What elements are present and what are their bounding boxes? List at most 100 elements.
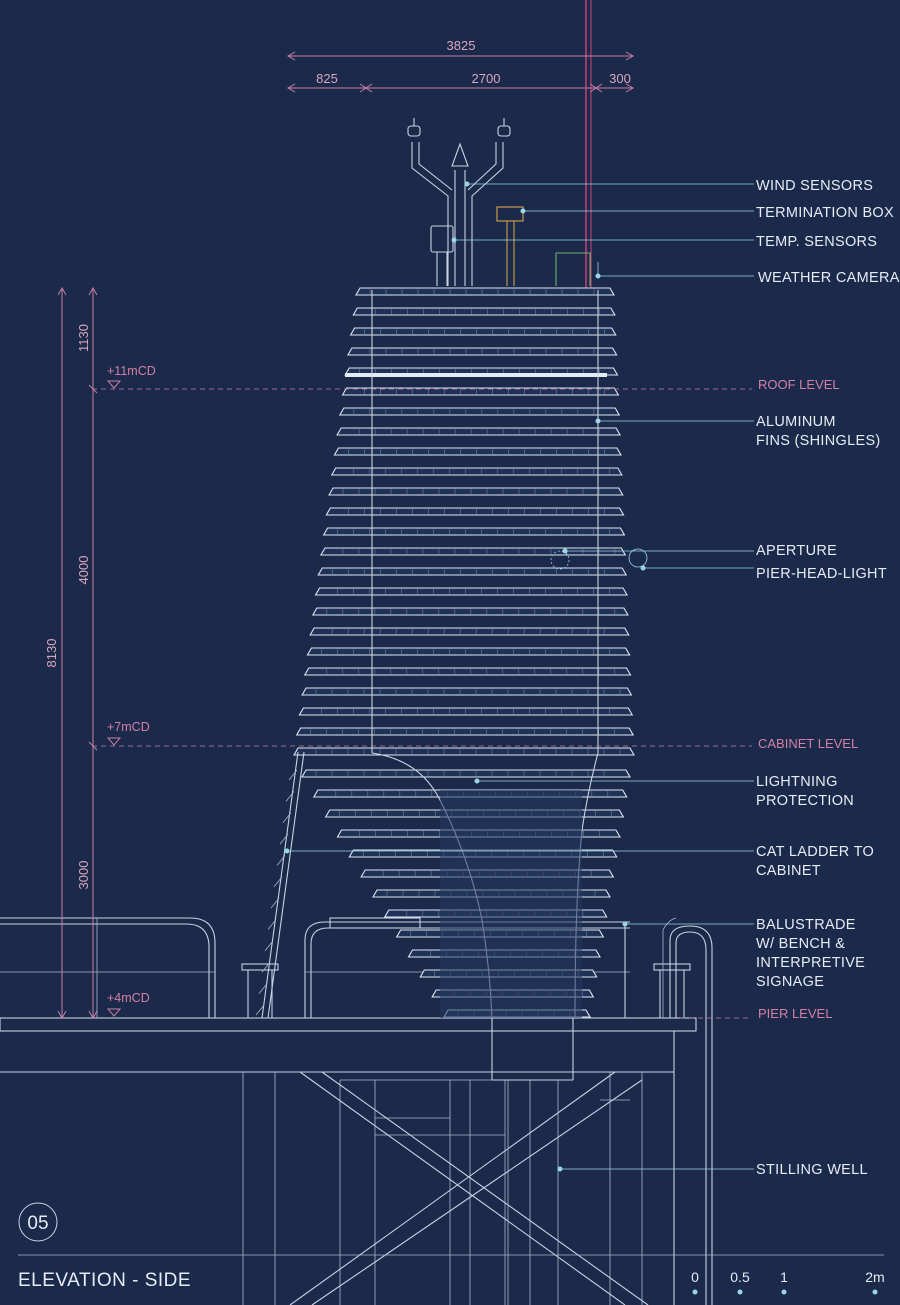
elev-cabinet-triangle [106,737,122,746]
scale-dot-1 [781,1289,787,1295]
label-ladder-2: CABINET [756,863,821,879]
lightning-protection-core [371,290,599,1019]
fin-shingle [293,747,635,756]
elev-cabinet: +7mCD [107,720,150,734]
fin-shingle [341,387,620,396]
fin-shingle [325,507,625,516]
wind-sensor-left [407,125,421,137]
dim-left: 825 [316,71,338,86]
dim-overall: 3825 [447,38,476,53]
label-temp-sensors: TEMP. SENSORS [756,234,877,250]
scale-dot-0 [692,1289,698,1295]
fin-shingle [333,447,622,456]
fin-shingle [311,607,629,616]
sheet-number-circle [18,1202,58,1242]
ladder-rung [279,833,289,845]
label-lightning-1: LIGHTNING [756,774,838,790]
ladder-rung [258,983,268,994]
dim-h-top: 1130 [76,324,91,352]
elev-pier-triangle [106,1008,122,1017]
ladder-rung [261,962,271,973]
label-aperture: APERTURE [756,543,837,559]
ladder-rung [267,919,277,930]
fin-shingle [322,527,626,536]
fin-shingle [346,347,618,356]
dim-right: 300 [609,71,631,86]
ladder-rung [264,940,274,952]
label-balustrade-2: W/ BENCH & [756,936,845,952]
label-balustrade-3: INTERPRETIVE [756,955,865,971]
fin-shingle [317,567,628,576]
fin-shingle [336,427,622,436]
sheet-title: ELEVATION - SIDE [18,1270,191,1291]
ladder-rung [270,897,280,909]
scale-tick-0-5: 0.5 [730,1269,750,1285]
fin-shingle [301,687,633,696]
fin-shingle [298,707,634,716]
sheet-number: 05 [27,1213,48,1234]
ladder-rung [282,812,292,823]
label-termination-box: TERMINATION BOX [756,205,894,221]
label-weather-camera: WEATHER CAMERA [758,270,900,286]
label-fins-1: ALUMINUM [756,414,836,430]
dim-h-mid: 4000 [76,556,91,585]
callouts: WIND SENSORS TERMINATION BOX TEMP. SENSO… [284,178,900,1178]
termination-box [496,206,524,222]
elev-pier: +4mCD [107,991,150,1005]
ladder-rung [255,1004,265,1016]
title-block: 05 ELEVATION - SIDE 0 0.5 1 2m [18,1202,885,1295]
fin-shingle [314,587,628,596]
lightning-mast [585,0,592,290]
scale-dot-2m [872,1289,878,1295]
dim-middle: 2700 [472,71,501,86]
dim-h-bottom: 3000 [76,861,91,890]
level-pier: PIER LEVEL [758,1006,832,1021]
level-lines [92,388,752,1019]
fin-shingle [355,287,615,296]
label-balustrade-1: BALUSTRADE [756,917,856,933]
ladder-rung [288,769,298,781]
scale-tick-2m: 2m [865,1269,884,1285]
roof-equipment [407,118,591,286]
vertical-dimensions: 8130 1130 4000 3000 [44,286,98,1020]
wind-sensor-right [497,125,511,137]
roof-strip [345,373,607,377]
weather-camera [555,252,591,286]
label-stilling-well: STILLING WELL [756,1162,868,1178]
scale-tick-0: 0 [691,1269,699,1285]
level-roof: ROOF LEVEL [758,377,840,392]
scale-tick-1: 1 [780,1269,788,1285]
label-lightning-2: PROTECTION [756,793,854,809]
label-pier-head-light: PIER-HEAD-LIGHT [756,566,887,582]
pier-substructure [0,1017,697,1305]
fin-shingle [309,627,630,636]
label-wind-sensors: WIND SENSORS [756,178,873,194]
label-ladder-1: CAT LADDER TO [756,844,874,860]
cat-ladder [255,751,305,1019]
fin-shingle [306,647,631,656]
label-balustrade-4: SIGNAGE [756,974,824,990]
horizontal-dimensions: 3825 825 2700 300 [286,38,635,93]
fin-shingle [338,407,621,416]
ladder-rung [276,855,286,866]
fin-shingle [330,467,623,476]
fin-shingle [328,487,624,496]
temp-sensor-box [430,225,454,253]
ladder-rung [273,876,283,888]
elev-roof-triangle [106,380,122,389]
dim-total-height: 8130 [44,639,59,668]
fin-shingle [352,307,616,316]
label-fins-2: FINS (SHINGLES) [756,433,881,449]
elev-roof: +11mCD [107,364,156,378]
elevation-markers: +11mCD +7mCD +4mCD [106,364,156,1017]
fin-shingle [320,547,627,556]
pier-deck [0,1017,697,1032]
fin-shingle [349,327,617,336]
scale-dot-0-5 [737,1289,743,1295]
level-cabinet: CABINET LEVEL [758,736,858,751]
ladder-rung [285,791,295,802]
fin-shingle [303,667,632,676]
fin-shingle [295,727,635,736]
